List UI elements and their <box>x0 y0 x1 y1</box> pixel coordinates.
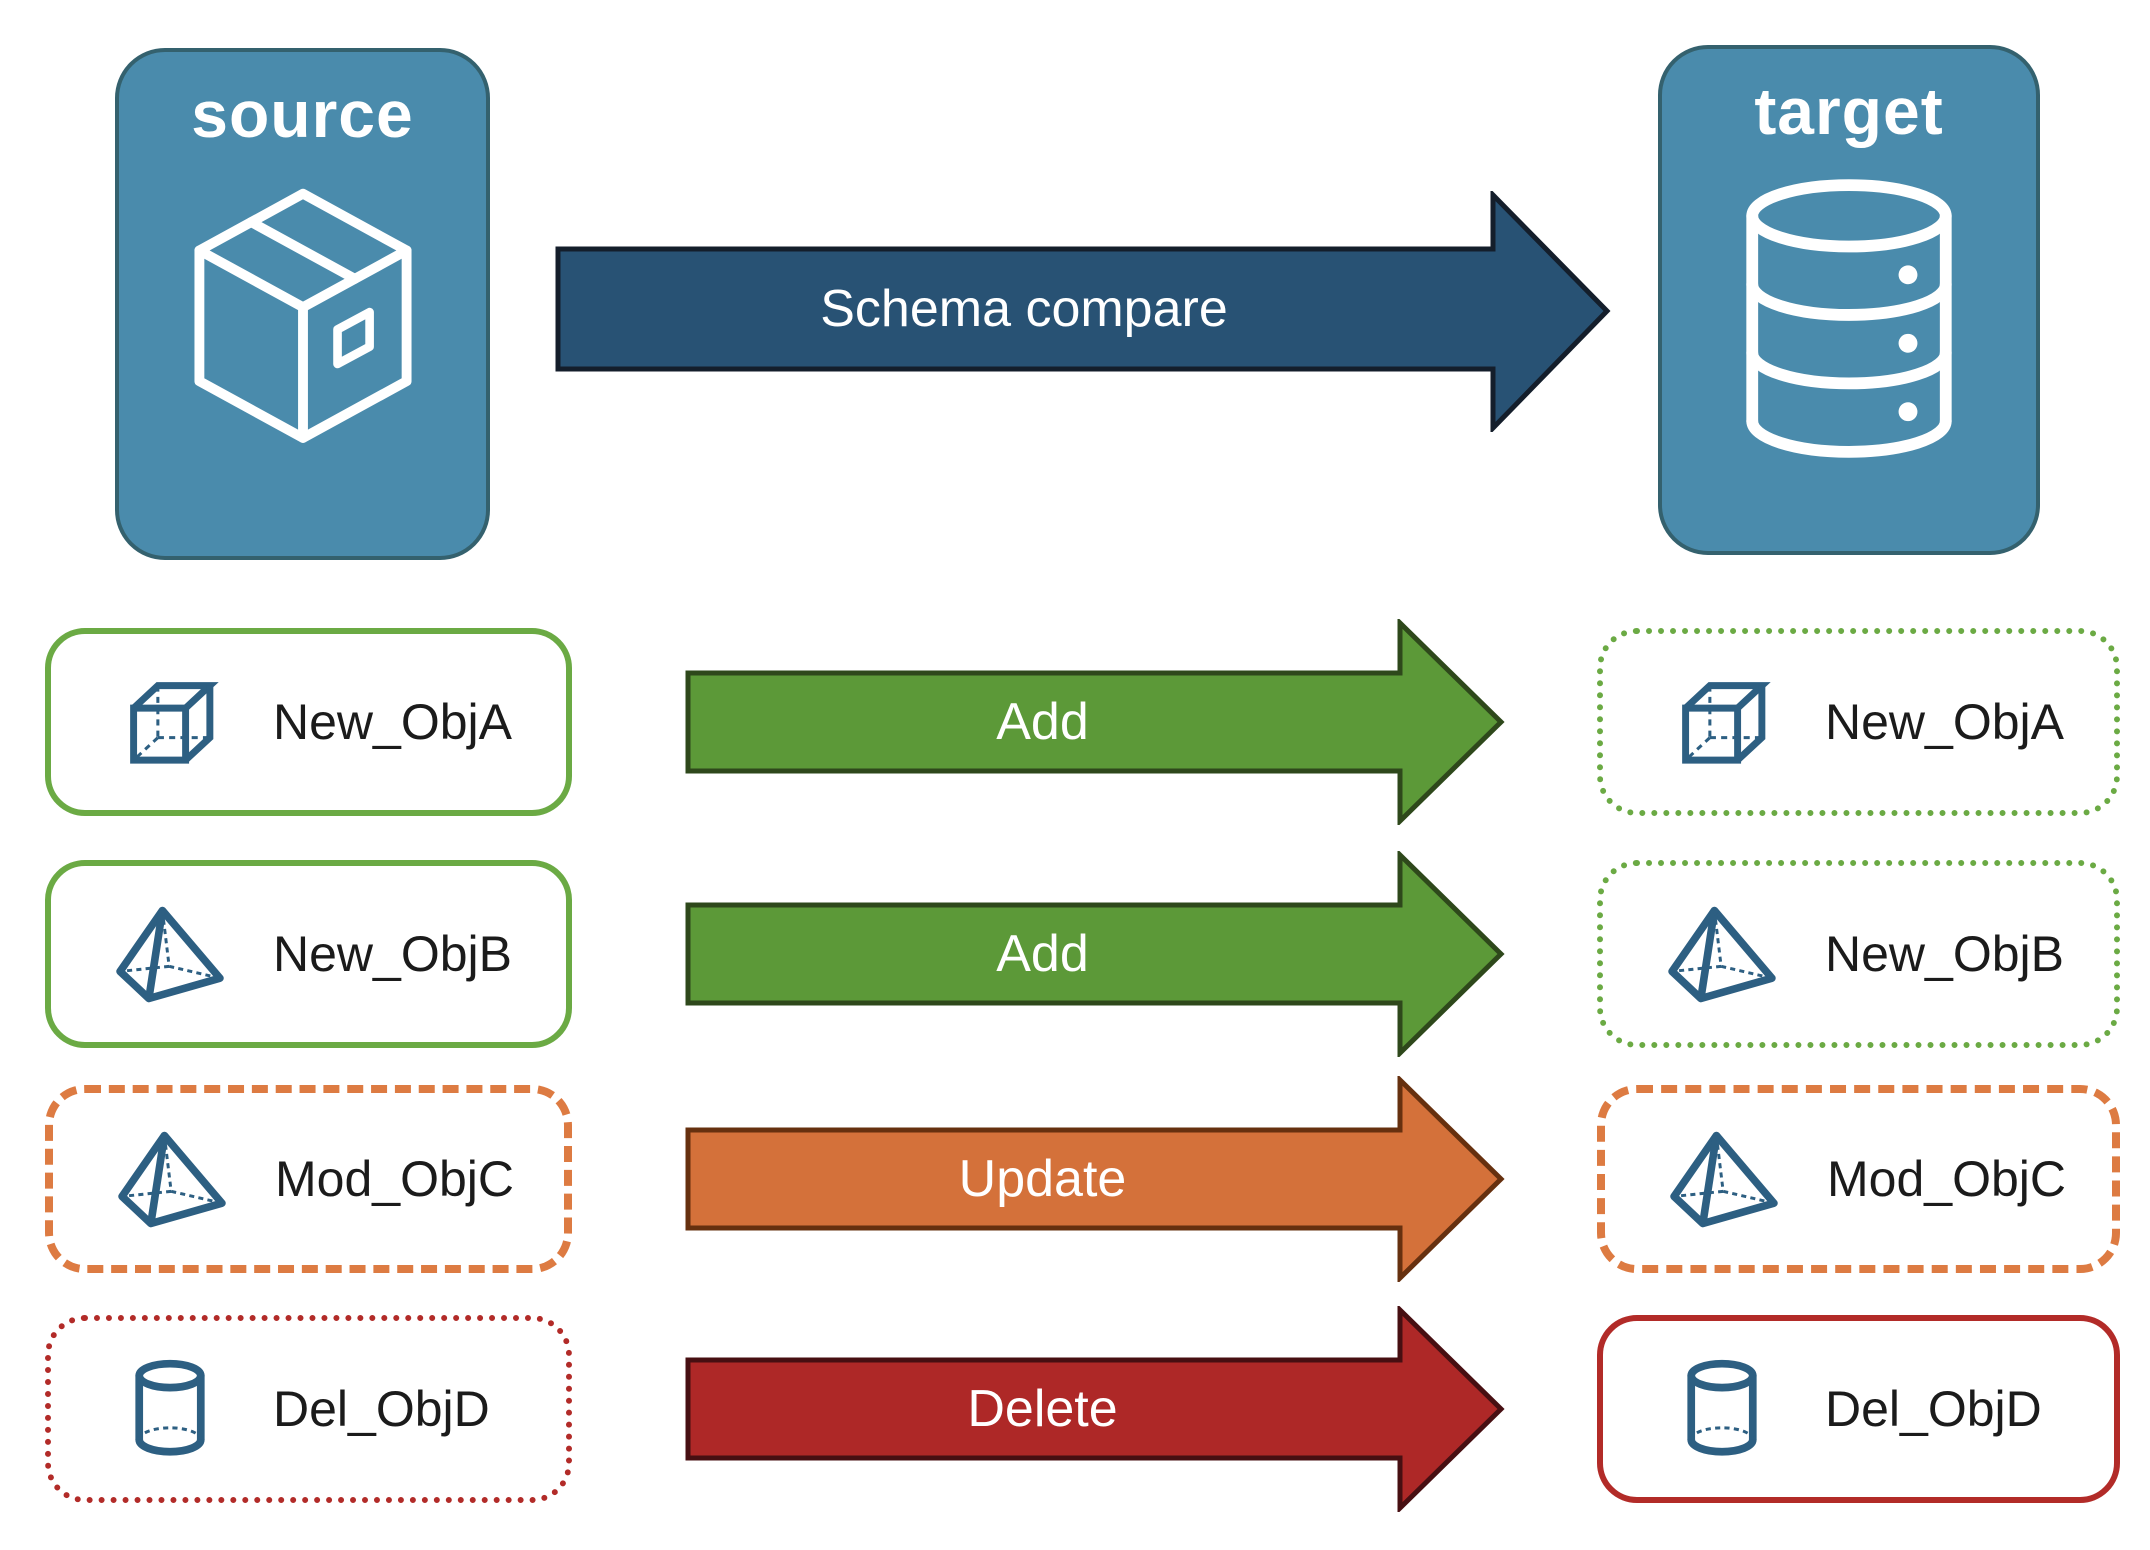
add-arrow-label: Add <box>996 693 1089 751</box>
target-node: target <box>1658 45 2040 555</box>
source-node-title: source <box>191 77 414 151</box>
source-item-new-objb: New_ObjB <box>45 860 572 1048</box>
pyramid-icon <box>1667 903 1777 1006</box>
schema-compare-arrow-label: Schema compare <box>820 280 1228 338</box>
schema-compare-arrow: Schema compare <box>555 191 1611 432</box>
target-item-mod-objc: Mod_ObjC <box>1597 1085 2120 1273</box>
target-node-title: target <box>1754 74 1944 148</box>
add-arrow-shape <box>685 619 1505 825</box>
add-arrow-label: Add <box>996 925 1089 983</box>
add-arrow-row2: Add <box>685 851 1505 1057</box>
schema-compare-arrow-shape <box>555 191 1611 432</box>
source-item-del-objd: Del_ObjD <box>45 1315 572 1503</box>
pyramid-icon <box>117 1128 227 1231</box>
cube-icon <box>1667 670 1777 774</box>
pyramid-icon <box>115 903 225 1006</box>
target-item-new-objb: New_ObjB <box>1597 860 2120 1048</box>
package-box-icon <box>193 188 412 443</box>
update-arrow: Update <box>685 1076 1505 1282</box>
cylinder-icon <box>115 1356 225 1462</box>
source-item-mod-objc: Mod_ObjC <box>45 1085 572 1273</box>
update-arrow-label: Update <box>958 1150 1127 1208</box>
item-label: Mod_ObjC <box>1827 1151 2066 1207</box>
item-label: New_ObjB <box>1825 926 2064 982</box>
pyramid-icon <box>1669 1128 1779 1231</box>
target-item-del-objd: Del_ObjD <box>1597 1315 2120 1503</box>
item-label: Del_ObjD <box>1825 1381 2042 1437</box>
delete-arrow-label: Delete <box>967 1380 1118 1438</box>
item-label: New_ObjA <box>1825 694 2064 750</box>
item-label: New_ObjB <box>273 926 512 982</box>
update-arrow-shape <box>685 1076 1505 1282</box>
cube-icon <box>115 670 225 774</box>
item-label: Del_ObjD <box>273 1381 490 1437</box>
add-arrow-row1: Add <box>685 619 1505 825</box>
database-icon <box>1746 179 1952 458</box>
target-item-new-obja: New_ObjA <box>1597 628 2120 816</box>
item-label: Mod_ObjC <box>275 1151 514 1207</box>
delete-arrow: Delete <box>685 1306 1505 1512</box>
item-label: New_ObjA <box>273 694 512 750</box>
delete-arrow-shape <box>685 1306 1505 1512</box>
add-arrow-shape <box>685 851 1505 1057</box>
cylinder-icon <box>1667 1356 1777 1462</box>
source-node: source <box>115 48 490 560</box>
source-item-new-obja: New_ObjA <box>45 628 572 816</box>
